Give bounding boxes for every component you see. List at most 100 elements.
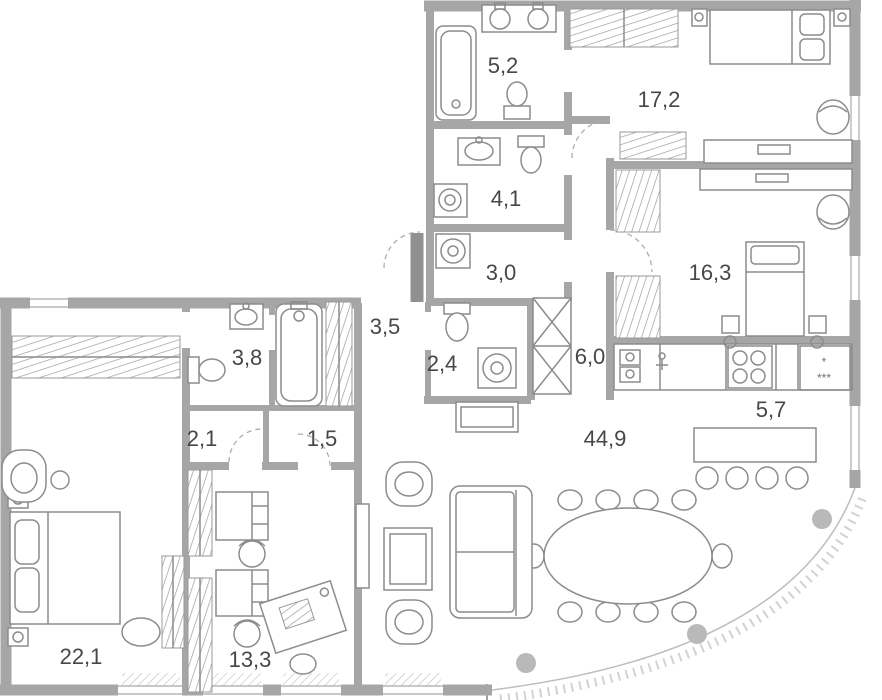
bedroom-right-furniture: [615, 168, 853, 349]
counter-divider: [659, 344, 799, 390]
walls: [0, 0, 861, 696]
dining-set-icon: [523, 489, 733, 623]
stool-icon: [755, 466, 779, 490]
column-icon: [516, 653, 536, 673]
desk-icon: [703, 139, 853, 164]
sofa-icon: [449, 485, 533, 619]
window-lines: [30, 96, 860, 695]
door-arcs: [228, 119, 653, 467]
kitchen-sink-icon: [619, 349, 641, 383]
laundry-fixtures: [435, 233, 471, 269]
dining-table-icon: [543, 507, 713, 605]
study-furniture: [187, 469, 348, 693]
bathtub-icon: [275, 301, 323, 407]
room-label-17-2: 17,2: [638, 87, 681, 112]
wardrobe-icon: [187, 469, 213, 557]
radiator-icon: [205, 673, 261, 686]
tv-console-icon: [355, 503, 370, 589]
fridge-stars: ***: [817, 371, 831, 385]
column-icon: [812, 509, 832, 529]
wc-left-fixtures: [187, 302, 264, 384]
radiator-icon: [283, 673, 339, 686]
bedroom-top-right-furniture: [619, 8, 853, 164]
desk-chair-icon: [238, 539, 266, 568]
double-sink-icon: [481, 2, 557, 33]
wardrobe-icon: [161, 555, 185, 649]
nightstand-icon: [691, 8, 851, 27]
washing-machine-icon: [477, 347, 517, 389]
desk-icon: [215, 491, 269, 541]
dining-chair-icon: [671, 489, 697, 511]
fridge-icon: * ***: [799, 345, 851, 391]
side-table-icon: [50, 470, 70, 490]
desk-icon: [699, 168, 853, 191]
wc-center-fixtures: [443, 302, 517, 389]
toilet-icon: [503, 81, 531, 120]
washing-machine-icon: [433, 183, 468, 218]
stool-icon: [695, 466, 719, 490]
drafting-table-icon: [258, 579, 348, 655]
bed-icon: [709, 9, 831, 65]
column-icon: [687, 624, 707, 644]
room-label-6-0: 6,0: [575, 344, 606, 369]
door-arc: [571, 119, 611, 159]
stool-icon: [289, 653, 317, 675]
toilet-icon: [517, 135, 545, 174]
wardrobe-icon: [11, 335, 181, 379]
fridge-star: *: [822, 355, 827, 369]
wardrobe-icon: [615, 275, 661, 339]
dining-chair-icon: [633, 601, 659, 623]
radiator-icon: [385, 673, 441, 686]
wardrobe-icon: [569, 8, 679, 48]
stove-icon: [727, 345, 773, 389]
room-label-44-9: 44,9: [584, 426, 627, 451]
room-label-3-0: 3,0: [486, 260, 517, 285]
dining-chair-icon: [595, 601, 621, 623]
washing-machine-icon: [435, 233, 471, 269]
sink-icon: [457, 136, 501, 166]
dining-chair-icon: [671, 601, 697, 623]
pouf-icon: [121, 617, 161, 647]
dining-chair-icon: [595, 489, 621, 511]
sink-icon: [229, 302, 264, 330]
nightstand-icon: [721, 315, 827, 349]
room-label-3-8: 3,8: [232, 345, 263, 370]
balcony-curve: [486, 487, 869, 700]
wardrobe-icon: [615, 169, 661, 233]
coffee-table-icon: [383, 527, 433, 591]
room-label-1-5: 1,5: [307, 426, 338, 451]
bed-icon: [9, 511, 121, 625]
kitchen-fixtures: * ***: [613, 343, 853, 391]
wardrobe-icon: [187, 577, 213, 693]
room-label-2-1: 2,1: [187, 426, 218, 451]
facade-glass-line: [491, 487, 856, 691]
bathtub-room-fixtures: [275, 301, 353, 407]
desk-chair-icon: [233, 619, 261, 648]
wardrobe-icon: [325, 301, 353, 407]
desk-chair-icon: [816, 99, 850, 135]
room-label-5-7: 5,7: [756, 397, 787, 422]
toilet-icon: [187, 356, 226, 384]
armchair-icon: [385, 599, 433, 645]
door-arc: [383, 231, 421, 269]
room-label-3-5: 3,5: [370, 314, 401, 339]
dining-chair-icon: [557, 489, 583, 511]
room-label-2-4: 2,4: [427, 351, 458, 376]
desk-chair-icon: [816, 194, 850, 230]
radiator-icons: [122, 673, 441, 686]
room-label-5-2: 5,2: [488, 53, 519, 78]
desk-icon: [215, 569, 269, 617]
radiator-icon: [122, 673, 180, 686]
room-label-16-3: 16,3: [689, 260, 732, 285]
armchair-icon: [1, 449, 47, 503]
stool-icon: [785, 466, 809, 490]
shaft-icon: [532, 297, 572, 395]
interior-walls: [182, 6, 855, 695]
entry-cabinet-icon: [455, 401, 519, 433]
room-label-22-1: 22,1: [60, 644, 103, 669]
living-furniture: [355, 401, 817, 645]
door-arc: [228, 428, 263, 463]
wardrobe-icon: [619, 131, 687, 160]
windows: [30, 96, 860, 695]
